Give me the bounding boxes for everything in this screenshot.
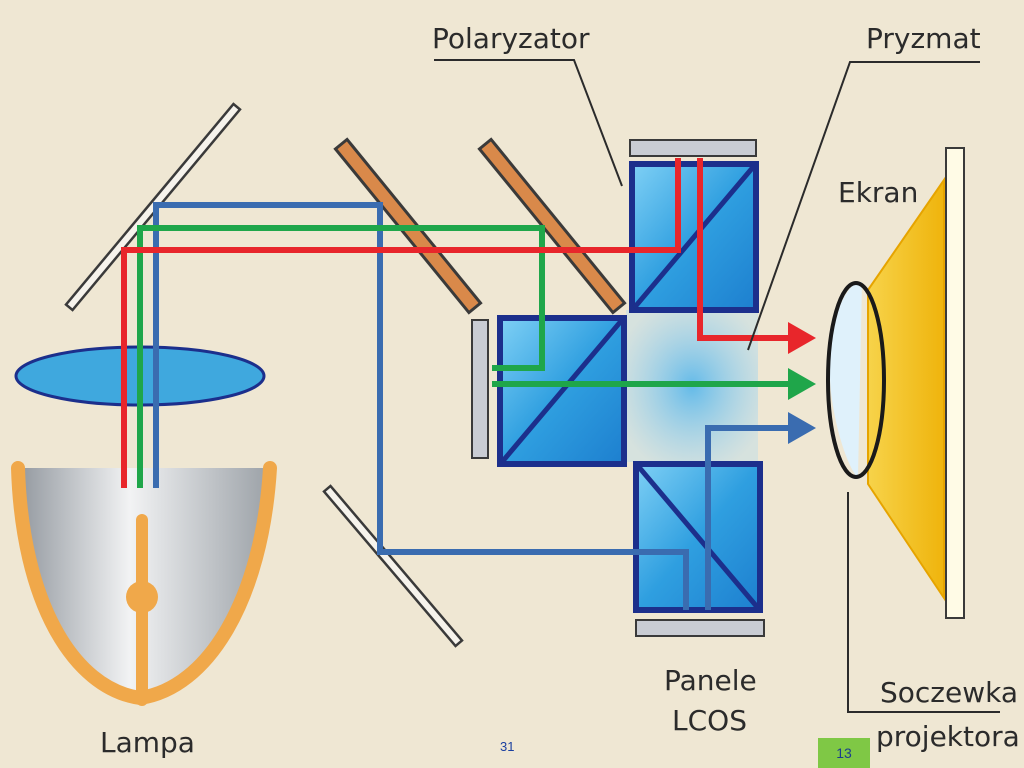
green-arrow-head — [788, 368, 816, 400]
green-beam — [137, 225, 790, 488]
label-leaders — [434, 59, 1000, 713]
red-beam — [121, 158, 790, 488]
dichroic-mirror-2-face — [481, 141, 623, 311]
lcos-panel-bottom — [635, 619, 765, 637]
projection-screen — [867, 147, 965, 619]
label-lampa: Lampa — [100, 726, 195, 759]
blue-arrow-head — [788, 412, 816, 444]
label-soczewka: Soczewka — [880, 676, 1018, 709]
label-polaryzator: Polaryzator — [432, 22, 590, 55]
label-projektora: projektora — [876, 720, 1020, 753]
lamp-bulb — [126, 514, 158, 706]
lcos-panel-top — [629, 139, 757, 157]
label-pryzmat: Pryzmat — [866, 22, 981, 55]
label-lcos: LCOS — [672, 704, 747, 737]
pbs-cube-bottom — [633, 461, 763, 613]
red-arrow-head — [788, 322, 816, 354]
slide-number-badge: 13 — [818, 738, 870, 768]
pbs-cube-top — [629, 161, 759, 313]
pbs-cube-left — [497, 315, 627, 467]
mirror-bottom-face — [325, 487, 461, 645]
lcos-panel-left — [471, 319, 489, 459]
label-panele: Panele — [664, 664, 757, 697]
label-ekran: Ekran — [838, 176, 918, 209]
projector-lens — [826, 281, 886, 479]
page-number: 31 — [500, 739, 515, 754]
